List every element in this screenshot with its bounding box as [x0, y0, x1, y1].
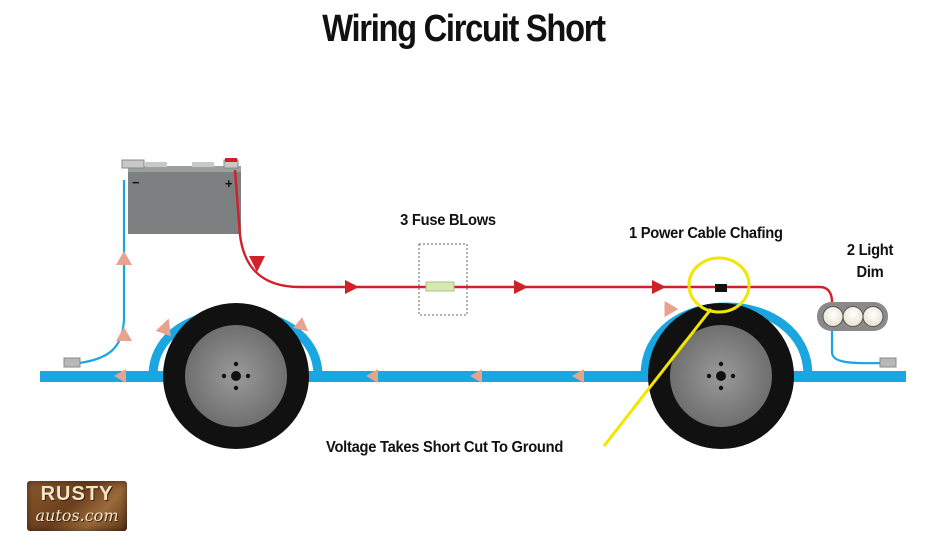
- chafing-highlight: [687, 256, 751, 314]
- frame-ground-terminal-rear: [879, 357, 897, 368]
- battery-positive-sign: +: [225, 176, 233, 191]
- battery-negative-terminal: [121, 159, 145, 169]
- power-arrow-1: [249, 256, 265, 272]
- rear-wheel: [648, 303, 794, 449]
- power-arrow-2: [345, 280, 359, 294]
- chafe-point: [715, 284, 727, 292]
- fuse-label: 3 Fuse BLows: [400, 212, 496, 229]
- bulb-1: [822, 306, 844, 327]
- short-label: Voltage Takes Short Cut To Ground: [326, 439, 564, 456]
- fuse: [425, 281, 455, 292]
- battery-top: [128, 166, 241, 172]
- fuse-box: [418, 243, 468, 316]
- power-arrow-4: [652, 280, 666, 294]
- chafing-label: 1 Power Cable Chafing: [629, 225, 783, 242]
- logo-line1: RUSTY: [40, 483, 114, 505]
- bulb-2: [842, 306, 864, 327]
- ground-arrow-fender-front-right: [293, 317, 309, 332]
- ground-arrow-frame-3: [470, 369, 482, 383]
- power-arrow-3: [514, 280, 528, 294]
- logo-line2: autos.com: [35, 506, 119, 525]
- diagram-title: Wiring Circuit Short: [322, 8, 606, 50]
- short-pointer: [602, 308, 713, 447]
- power-wire: [233, 169, 834, 303]
- tail-light: [817, 302, 888, 331]
- ground-arrow-fender-rear: [664, 300, 679, 318]
- ground-arrow-frame-2: [366, 369, 378, 383]
- ground-wire-battery: [71, 180, 126, 366]
- front-wheel: [163, 303, 309, 449]
- battery-negative-sign: −: [132, 175, 140, 190]
- rusty-autos-logo: RUSTY autos.com: [27, 481, 127, 531]
- ground-arrow-wire-2: [116, 251, 132, 265]
- ground-wire-light: [830, 330, 885, 365]
- ground-arrow-fender-front-left: [155, 318, 171, 337]
- frame-ground-terminal-front: [63, 357, 81, 368]
- battery-body: [128, 170, 241, 234]
- ground-arrow-wire-1: [116, 327, 132, 341]
- battery: [121, 158, 241, 234]
- ground-arrow-frame-1: [114, 369, 126, 383]
- light-label-line1: 2 Light: [846, 242, 894, 259]
- light-label-line2: Dim: [856, 264, 884, 281]
- bulb-3: [862, 306, 884, 327]
- ground-arrow-frame-4: [572, 369, 584, 383]
